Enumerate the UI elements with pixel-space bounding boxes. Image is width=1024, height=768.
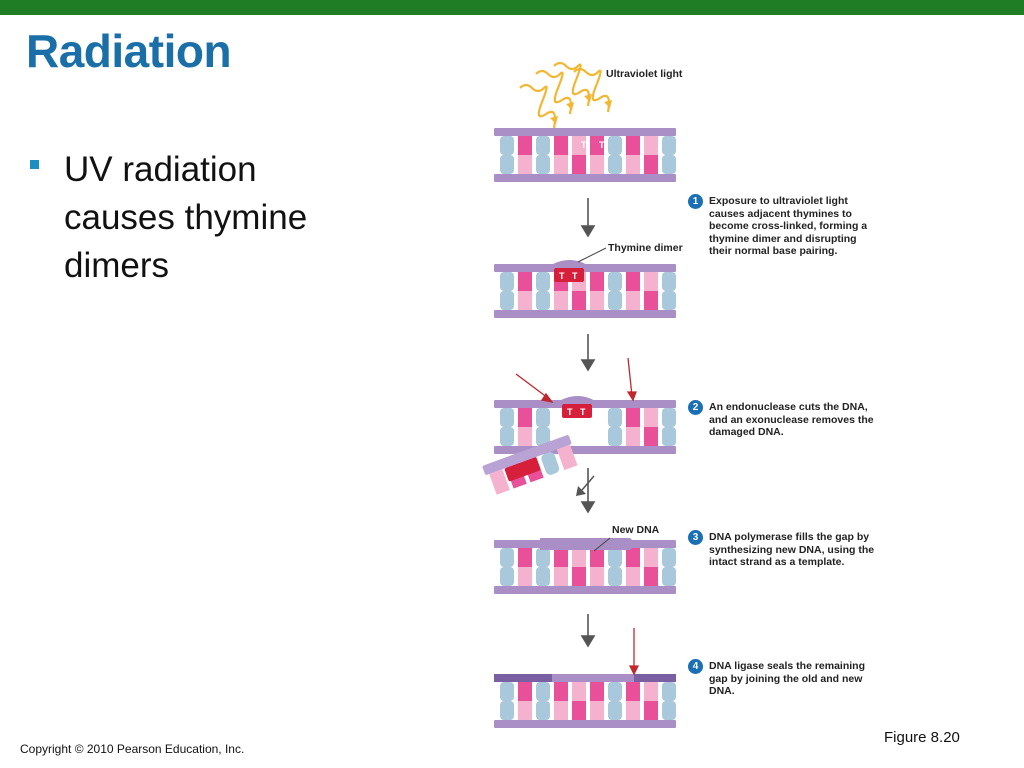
step-1-number: 1 — [688, 194, 703, 209]
svg-text:T: T — [559, 271, 565, 281]
excised-dna-fragment — [482, 435, 578, 495]
step-2-text: An endonuclease cuts the DNA, and an exo… — [709, 401, 874, 438]
new-dna-label: New DNA — [612, 524, 660, 536]
svg-text:T: T — [599, 140, 605, 150]
svg-text:T: T — [567, 407, 573, 417]
uv-light-label: Ultraviolet light — [606, 68, 683, 80]
uv-light-arrows — [519, 61, 611, 129]
bullet-item: UV radiation causes thymine dimers — [64, 150, 308, 285]
uv-arrowheads — [550, 94, 612, 124]
svg-text:T: T — [581, 140, 587, 150]
dna-stage-4 — [494, 538, 676, 594]
svg-text:T: T — [580, 407, 586, 417]
step-3-text: DNA polymerase fills the gap by synthesi… — [709, 531, 875, 568]
step-1-text: Exposure to ultraviolet light causes adj… — [709, 195, 868, 257]
process-arrows — [580, 198, 596, 648]
step-3-number: 3 — [688, 530, 703, 545]
dna-stage-5 — [494, 674, 676, 728]
thymine-dimer-label: Thymine dimer — [608, 242, 683, 254]
top-accent-bar — [0, 0, 1024, 15]
slide-title: Radiation — [26, 25, 232, 77]
cut-site-arrows — [515, 357, 640, 676]
step-2-number: 2 — [688, 400, 703, 415]
svg-text:T: T — [572, 271, 578, 281]
step-4-number: 4 — [688, 659, 703, 674]
figure-number: Figure 8.20 — [884, 729, 960, 746]
copyright-notice: Copyright © 2010 Pearson Education, Inc. — [20, 742, 245, 756]
step-4-text: DNA ligase seals the remaining gap by jo… — [709, 660, 865, 697]
bullet-square-icon — [30, 160, 39, 169]
